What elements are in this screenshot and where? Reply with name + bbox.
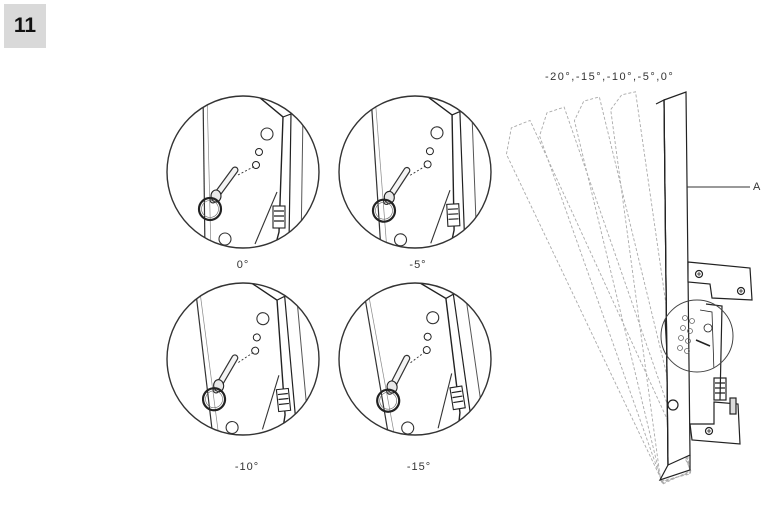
tilt-range-label: -20°,-15°,-10°,-5°,0°	[545, 71, 675, 83]
detail-caption-minus-10: -10°	[234, 461, 260, 473]
detail-caption-minus-15: -15°	[406, 461, 432, 473]
step-number-badge: 11	[4, 4, 46, 48]
step-number: 11	[13, 14, 37, 37]
tilt-positions-ghost	[505, 91, 692, 485]
detail-circle-minus-15	[338, 282, 492, 436]
panel-overview	[655, 91, 753, 482]
detail-circle-0	[166, 95, 320, 249]
callout-label-a: A	[753, 181, 761, 193]
detail-caption-minus-5: -5°	[409, 259, 427, 271]
detail-circle-minus-10	[166, 282, 320, 436]
detail-circle-minus-5	[338, 95, 492, 249]
detail-caption-0: 0°	[236, 259, 250, 271]
